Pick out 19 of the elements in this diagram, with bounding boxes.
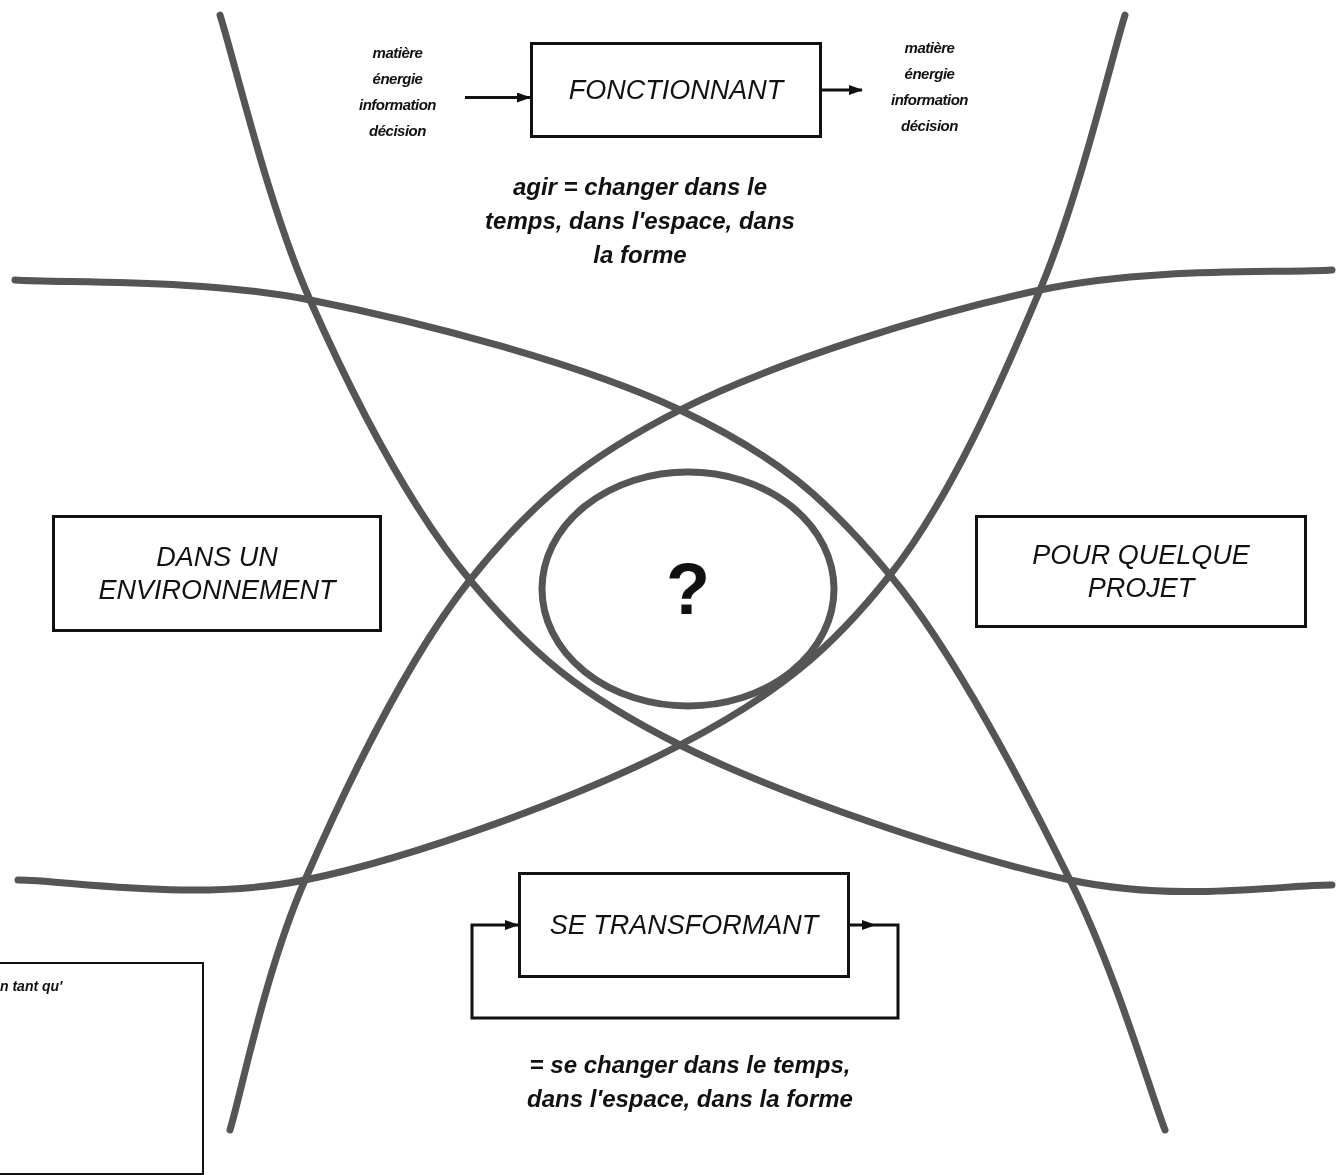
ellipse-node — [538, 468, 838, 710]
box-label: SE TRANSFORMANT — [549, 908, 819, 942]
caption-text: agir = changer dans le temps, dans l'espace, dans la forme — [484, 172, 796, 270]
box-label: POUR QUELQUE PROJET — [1031, 539, 1251, 604]
process-box — [518, 872, 850, 978]
box-label: DANS UN ENVIRONNEMENT — [97, 541, 338, 606]
process-box — [52, 515, 382, 632]
caption-text: = se changer dans le temps, dans l'espace, dans la forme — [526, 1050, 854, 1114]
process-box — [975, 515, 1307, 628]
flow-text: matière énergie information décision — [862, 35, 997, 150]
box-label: FONCTIONNANT — [568, 73, 784, 107]
question-mark: ? — [665, 553, 711, 625]
text-box — [0, 962, 204, 1175]
box-label: n tant qu' — [0, 978, 63, 994]
process-box — [530, 42, 822, 138]
arrow — [470, 920, 900, 1020]
flow-text: matière énergie information décision — [330, 40, 465, 155]
arrow — [465, 92, 531, 103]
arrow — [822, 85, 863, 95]
